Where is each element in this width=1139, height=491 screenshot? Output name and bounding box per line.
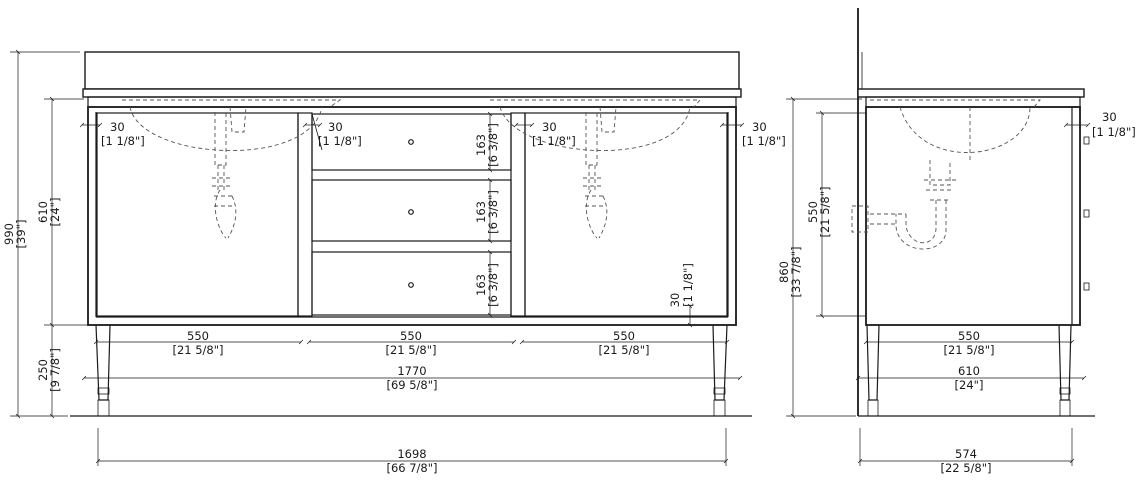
hidden-sink-left bbox=[122, 99, 342, 239]
side-opening-width-mm: 550 bbox=[958, 329, 980, 343]
side-knob-2 bbox=[1083, 209, 1090, 218]
front-view bbox=[70, 51, 752, 417]
side-margin-mm: 30 bbox=[1102, 110, 1117, 124]
counter-apron bbox=[87, 96, 737, 108]
bottom-margin-mm: 30 bbox=[668, 293, 682, 308]
top-width-in: [69 5/8"] bbox=[386, 378, 437, 392]
side-hidden-sink bbox=[851, 99, 1041, 250]
drawer-knob-top bbox=[408, 139, 414, 145]
bay-1-width-mm: 550 bbox=[187, 329, 209, 343]
drawer-2-height-in: [6 3/8"] bbox=[486, 190, 500, 234]
margin-4-mm: 30 bbox=[752, 120, 767, 134]
backsplash bbox=[84, 51, 740, 90]
margin-3-in: [1 1/8"] bbox=[532, 134, 576, 148]
bottom-margin-in: [1 1/8"] bbox=[681, 263, 695, 307]
margin-4-in: [1 1/8"] bbox=[742, 134, 786, 148]
side-knob-1 bbox=[1083, 136, 1090, 145]
side-body bbox=[865, 106, 1081, 326]
right-bay bbox=[524, 112, 728, 317]
side-knob-3 bbox=[1083, 282, 1090, 291]
cabinet-height-mm: 610 bbox=[36, 201, 50, 223]
divider-right bbox=[510, 112, 526, 317]
side-depth-mm: 610 bbox=[958, 364, 980, 378]
drawer-rail-2 bbox=[311, 240, 512, 253]
side-height-mm: 860 bbox=[777, 261, 791, 283]
divider-left bbox=[297, 112, 313, 317]
margin-2-mm: 30 bbox=[328, 120, 343, 134]
drawer-3-height-in: [6 3/8"] bbox=[486, 263, 500, 307]
side-leg-span-in: [22 5/8"] bbox=[940, 461, 991, 475]
drawer-rail-1 bbox=[311, 169, 512, 181]
cabinet-height-in: [24"] bbox=[48, 198, 62, 227]
side-opening-height-in: [21 5/8"] bbox=[818, 186, 832, 237]
side-margin-in: [1 1/8"] bbox=[1092, 125, 1136, 139]
side-view bbox=[851, 8, 1095, 417]
side-countertop bbox=[857, 88, 1085, 98]
drawer-bevel bbox=[311, 113, 323, 151]
side-leg-right bbox=[1058, 324, 1072, 417]
drawer-2-height-mm: 163 bbox=[474, 201, 488, 223]
side-height-in: [33 7/8"] bbox=[789, 246, 803, 297]
drawer-1-height-mm: 163 bbox=[474, 134, 488, 156]
leg-height-mm: 250 bbox=[36, 359, 50, 381]
leg-right bbox=[712, 324, 728, 417]
margin-3-mm: 30 bbox=[542, 120, 557, 134]
bay-3-width-in: [21 5/8"] bbox=[598, 343, 649, 357]
drawer-knob-bottom bbox=[408, 282, 414, 288]
drawer-knob-middle bbox=[408, 209, 414, 215]
side-dimensions: 860 [33 7/8"] 550 [21 5/8"] 30 [1 1/8"] … bbox=[777, 96, 1136, 475]
leg-span-in: [66 7/8"] bbox=[386, 461, 437, 475]
drawer-3-height-mm: 163 bbox=[474, 274, 488, 296]
bay-3-width-mm: 550 bbox=[613, 329, 635, 343]
hidden-sink-right bbox=[490, 99, 701, 239]
overall-height-in: [39"] bbox=[14, 220, 28, 249]
side-leg-left bbox=[866, 324, 880, 417]
side-opening-width-in: [21 5/8"] bbox=[943, 343, 994, 357]
cabinet-body bbox=[87, 106, 737, 326]
margin-1-in: [1 1/8"] bbox=[101, 134, 145, 148]
bay-2-width-in: [21 5/8"] bbox=[385, 343, 436, 357]
bay-1-width-in: [21 5/8"] bbox=[172, 343, 223, 357]
margin-2-in: [1 1/8"] bbox=[318, 134, 362, 148]
drawer-1-height-in: [6 3/8"] bbox=[486, 123, 500, 167]
side-depth-in: [24"] bbox=[955, 378, 984, 392]
top-width-mm: 1770 bbox=[397, 364, 426, 378]
leg-span-mm: 1698 bbox=[397, 447, 426, 461]
bay-2-width-mm: 550 bbox=[400, 329, 422, 343]
margin-1-mm: 30 bbox=[110, 120, 125, 134]
leg-left bbox=[95, 324, 111, 417]
front-dimensions: 990 [39"] 610 [24"] 250 [9 7/8"] 30 [1 1… bbox=[2, 49, 786, 475]
side-apron bbox=[865, 96, 1081, 108]
countertop bbox=[82, 88, 742, 98]
overall-height-mm: 990 bbox=[2, 223, 16, 245]
side-opening-height-mm: 550 bbox=[806, 201, 820, 223]
leg-height-in: [9 7/8"] bbox=[48, 348, 62, 392]
side-leg-span-mm: 574 bbox=[955, 447, 977, 461]
